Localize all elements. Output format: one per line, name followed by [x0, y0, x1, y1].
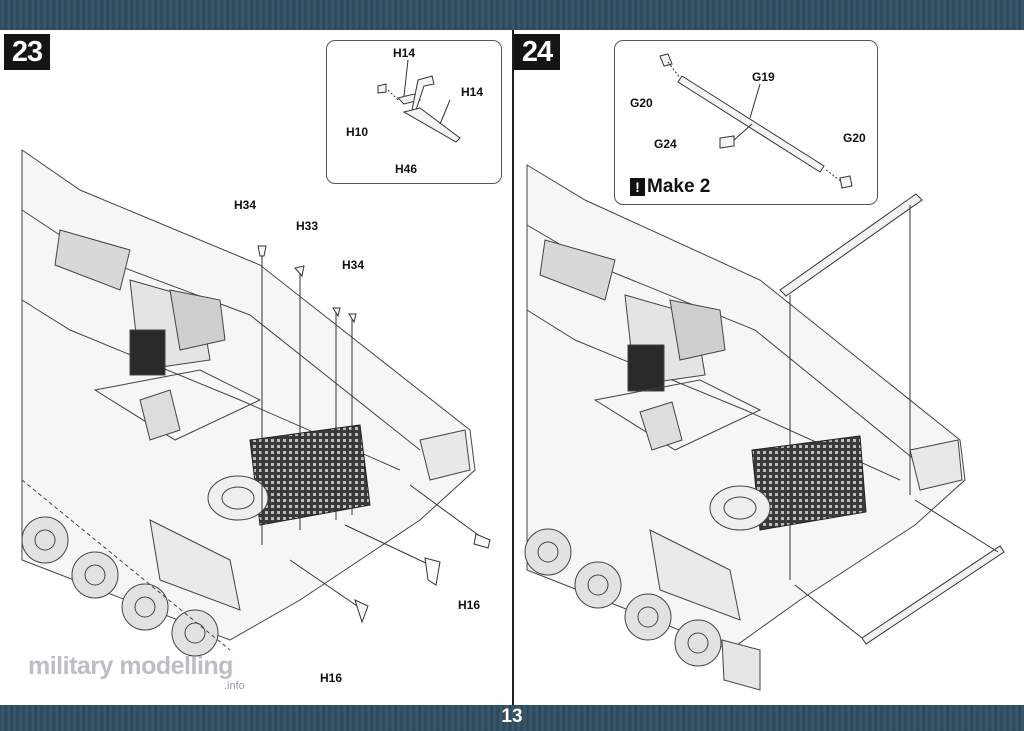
step-24-callout-drawing	[659, 53, 853, 189]
step-24-poles	[779, 193, 1005, 645]
part-label-h16-bottom: H16	[320, 671, 343, 685]
part-label-h10: H10	[346, 125, 369, 139]
part-label-g19: G19	[752, 70, 775, 84]
part-label-h33: H33	[296, 219, 319, 233]
part-label-g24: G24	[654, 137, 677, 151]
part-label-h34-right: H34	[342, 258, 365, 272]
step-24-hull-drawing	[524, 164, 966, 691]
part-label-g20-right: G20	[843, 131, 866, 145]
header-band	[0, 0, 1024, 30]
make-2-note: ! Make 2	[630, 176, 710, 198]
page-number: 13	[501, 706, 523, 727]
step-23-leader-lines	[261, 252, 486, 609]
step-23-badge: 23	[4, 34, 50, 70]
part-label-h14-top: H14	[393, 46, 416, 60]
step-24-badge: 24	[514, 34, 560, 70]
part-label-h16-right: H16	[458, 598, 481, 612]
make-2-text: Make 2	[647, 176, 711, 197]
part-label-g20-left: G20	[630, 96, 653, 110]
part-label-h46: H46	[395, 162, 418, 176]
step-23-callout-drawing	[377, 59, 461, 143]
step-divider	[512, 30, 514, 705]
part-label-h34-left: H34	[234, 198, 257, 212]
part-label-h14-right: H14	[461, 85, 484, 99]
step-23-hull-drawing	[21, 149, 476, 657]
step-23-small-parts	[257, 245, 491, 624]
watermark-sub: .info	[224, 680, 245, 692]
watermark-logo: military modelling	[28, 652, 233, 680]
footer-band	[0, 705, 1024, 731]
warning-icon: !	[630, 178, 645, 196]
